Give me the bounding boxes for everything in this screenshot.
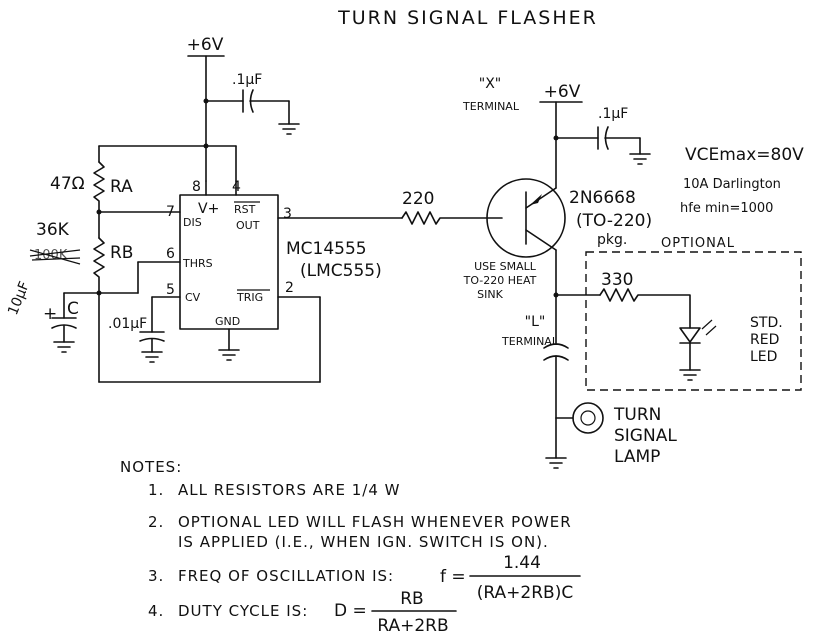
turn-signal-lamp <box>572 402 604 434</box>
pin-2-number: 2 <box>285 280 294 296</box>
pin-5-name: CV <box>185 291 201 304</box>
timing-cap-ref: C <box>67 299 79 319</box>
pin-5-number: 5 <box>166 282 175 298</box>
timing-cap-value: 10µF <box>5 279 33 317</box>
optional-label: OPTIONAL <box>661 236 735 251</box>
duty-formula-lhs: D = <box>334 601 367 621</box>
heatsink-line-3: SINK <box>477 288 503 301</box>
x-terminal-label: "X" <box>479 76 501 92</box>
resistor-led-value: 330 <box>601 270 633 290</box>
darlington-transistor: 2N6668 (TO-220) pkg. USE SMALL TO-220 HE… <box>463 137 652 301</box>
pin-3-number: 3 <box>283 206 292 222</box>
ic-alt-part: (LMC555) <box>300 261 382 281</box>
pin-4-name: RST <box>234 203 256 216</box>
spec-current: 10A Darlington <box>683 177 781 192</box>
schematic-title: TURN SIGNAL FLASHER <box>337 7 598 29</box>
pin-8-number: 8 <box>192 179 201 195</box>
resistor-rb-value: 36K <box>36 220 70 240</box>
note-2-line-1: OPTIONAL LED WILL FLASH WHENEVER POWER <box>178 513 572 531</box>
resistor-ra-ref: RA <box>110 177 133 197</box>
pin-6-number: 6 <box>166 246 175 262</box>
heatsink-line-2: TO-220 HEAT <box>463 274 537 287</box>
pin-7-number: 7 <box>166 204 175 220</box>
pin-2-name: TRIG <box>236 291 263 304</box>
duty-formula-denominator: RA+2RB <box>377 616 448 636</box>
transistor-package: (TO-220) <box>576 211 652 231</box>
timing-network: 47Ω RA 36K 100K RB 10µF + C <box>5 161 321 383</box>
heatsink-line-1: USE SMALL <box>474 260 537 273</box>
resistor-base-value: 220 <box>402 189 434 209</box>
resistor-ra <box>93 161 105 213</box>
freq-formula-numerator: 1.44 <box>503 553 541 573</box>
optional-led-circuit: OPTIONAL 330 STD. RED LED <box>555 236 802 391</box>
note-3-number: 3. <box>148 567 164 585</box>
note-3-line-1: FREQ OF OSCILLATION IS: <box>178 567 394 585</box>
x-terminal-word: TERMINAL <box>462 100 520 113</box>
left-decoupling-cap-value: .1µF <box>232 72 262 88</box>
resistor-led <box>599 288 691 329</box>
right-supply-label: +6V <box>544 82 581 102</box>
l-terminal-word: TERMINAL <box>501 335 559 348</box>
l-terminal-label: "L" <box>525 314 546 330</box>
pin-gnd-name: GND <box>215 315 240 328</box>
spec-vce: VCEmax=80V <box>685 145 804 165</box>
note-4-number: 4. <box>148 602 164 620</box>
timing-cap-polarity: + <box>43 304 57 324</box>
pin-3-name: OUT <box>236 219 260 232</box>
right-supply: "X" TERMINAL +6V .1µF <box>462 76 651 165</box>
led-text-2: RED <box>750 332 779 348</box>
ic-part-number: MC14555 <box>286 239 367 259</box>
cv-cap-value: .01µF <box>108 316 147 332</box>
note-1-number: 1. <box>148 481 164 499</box>
spec-hfe: hfe min=1000 <box>680 201 773 216</box>
notes-heading: NOTES: <box>120 458 182 476</box>
duty-formula-numerator: RB <box>400 589 423 609</box>
pin-8-name: V+ <box>198 201 219 217</box>
note-2-number: 2. <box>148 513 164 531</box>
led-text-3: LED <box>750 349 777 365</box>
base-drive: 220 <box>277 189 503 225</box>
pin-4-number: 4 <box>232 179 241 195</box>
lamp-line-3: LAMP <box>614 447 660 467</box>
resistor-rb-ref: RB <box>110 243 133 263</box>
led-symbol <box>679 327 701 343</box>
right-decoupling-cap-value: .1µF <box>598 106 628 122</box>
led-text-1: STD. <box>750 315 783 331</box>
note-2-line-2: IS APPLIED (I.E., WHEN IGN. SWITCH IS ON… <box>178 533 549 551</box>
resistor-rb <box>93 237 105 294</box>
transistor-specs: VCEmax=80V 10A Darlington hfe min=1000 <box>680 145 804 216</box>
transistor-part: 2N6668 <box>569 188 636 208</box>
resistor-base <box>401 211 503 225</box>
pin-7-name: DIS <box>183 216 202 229</box>
lamp-line-1: TURN <box>613 405 661 425</box>
left-supply: +6V .1µF <box>98 35 300 182</box>
notes: NOTES: 1. ALL RESISTORS ARE 1/4 W 2. OPT… <box>120 458 581 636</box>
lamp-line-2: SIGNAL <box>614 426 677 446</box>
output-stage: "L" TERMINAL TURN SIGNAL LAMP <box>501 292 677 469</box>
note-1-line-1: ALL RESISTORS ARE 1/4 W <box>178 481 400 499</box>
freq-formula-denominator: (RA+2RB)C <box>477 583 573 603</box>
timer-ic: 8 V+ 4 RST 7 DIS 3 OUT 6 THRS 5 CV 2 TRI… <box>166 179 382 361</box>
control-voltage-cap: .01µF <box>108 296 181 363</box>
transistor-package-word: pkg. <box>597 232 627 248</box>
freq-formula-lhs: f = <box>440 567 466 587</box>
left-supply-label: +6V <box>187 35 224 55</box>
pin-6-name: THRS <box>182 257 213 270</box>
resistor-ra-value: 47Ω <box>50 174 85 194</box>
note-4-line-1: DUTY CYCLE IS: <box>178 602 308 620</box>
